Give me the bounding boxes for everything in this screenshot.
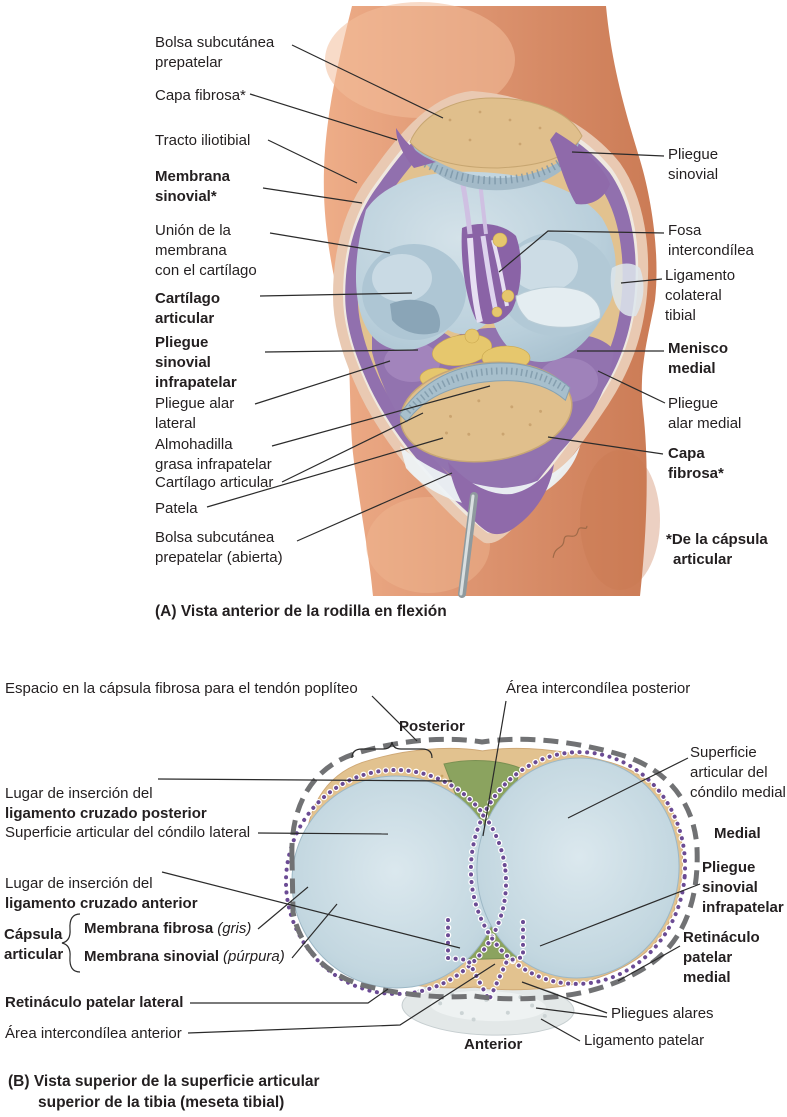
- label-pliegue-sinovial-infrapatelar-b: Pliegue sinovial infrapatelar: [702, 859, 784, 916]
- label-membrana-sinovial-name: Membrana sinovial: [84, 948, 220, 965]
- label-membrana-sinovial-b: Membrana sinovial(púrpura): [84, 947, 285, 967]
- label-membrana-sinovial-note: (púrpura): [223, 948, 285, 965]
- label-menisco-medial: Menisco medial: [668, 340, 729, 377]
- label-anterior: Anterior: [464, 1036, 523, 1053]
- label-area-intercondilea-anterior: Área intercondílea anterior: [5, 1025, 182, 1042]
- artist-signature: [552, 525, 588, 558]
- capsula-brace: [61, 913, 81, 973]
- label-pliegue-alar-medial: Pliegue alar medial: [668, 395, 742, 432]
- fibrous-membrane-dashed: [289, 736, 700, 1002]
- label-medial: Medial: [714, 825, 761, 842]
- label-capa-fibrosa-right: Capa fibrosa*: [668, 445, 724, 482]
- figure-a-footnote: *De la cápsula articular: [666, 531, 768, 568]
- figure-a-caption: (A) Vista anterior de la rodilla en flex…: [155, 603, 447, 620]
- label-ligamento-colateral: Ligamento colateral tibial: [665, 267, 736, 324]
- label-tracto-iliotibial: Tracto iliotibial: [155, 132, 251, 149]
- label-cartilago-articular-femur: Cartílago articular: [155, 290, 221, 327]
- label-bolsa-abierta: Bolsa subcutánea prepatelar (abierta): [155, 529, 283, 566]
- label-insercion-acl-line1: Lugar de inserción del: [5, 874, 153, 892]
- tibial-collateral-ligament: [610, 263, 644, 317]
- label-pliegue-sinovial-infrapatelar-a: Pliegue sinovial infrapatelar: [155, 334, 237, 391]
- label-union-membrana: Unión de la membrana con el cartílago: [155, 222, 257, 279]
- label-fosa-intercondilea: Fosa intercondílea: [668, 222, 754, 259]
- label-retinaculo-medial: Retináculo patelar medial: [683, 929, 760, 986]
- label-cartilago-articular-patela: Cartílago articular: [155, 474, 274, 491]
- label-membrana-fibrosa: Membrana fibrosa(gris): [84, 919, 251, 939]
- leader-lines-figure-a: [206, 44, 666, 542]
- label-espacio-capsula: Espacio en la cápsula fibrosa para el te…: [5, 680, 358, 697]
- cruciate-ligaments: [467, 237, 483, 323]
- synovial-fold-left: [396, 128, 436, 168]
- label-membrana-fibrosa-note: (gris): [217, 920, 252, 937]
- label-almohadilla-grasa: Almohadilla grasa infrapatelar: [155, 436, 272, 473]
- label-membrana-sinovial: Membrana sinovial*: [155, 168, 231, 205]
- label-area-intercondilea-posterior: Área intercondílea posterior: [506, 680, 691, 697]
- label-pliegue-alar-lateral: Pliegue alar lateral: [155, 395, 235, 432]
- figure-b-illustration: [282, 736, 700, 1036]
- label-insercion-acl-line2: ligamento cruzado anterior: [5, 894, 198, 912]
- label-bolsa-prepatelar: Bolsa subcutánea prepatelar: [155, 34, 275, 71]
- leader-lines-figure-b: [61, 695, 701, 1042]
- label-capsula-articular: Cápsula articular: [4, 926, 64, 963]
- label-superficie-condilo-medial: Superficie articular del cóndilo medial: [690, 744, 786, 801]
- label-insercion-pcl-line1: Lugar de inserción del: [5, 784, 153, 802]
- patella-top: [396, 97, 610, 205]
- synovial-fold-right: [550, 132, 610, 205]
- label-pliegues-alares: Pliegues alares: [611, 1005, 714, 1022]
- lateral-meniscus-shadow: [390, 299, 441, 335]
- label-posterior: Posterior: [399, 718, 465, 735]
- label-patela: Patela: [155, 500, 198, 517]
- label-superficie-condilo-lateral: Superficie articular del cóndilo lateral: [5, 824, 251, 841]
- label-capa-fibrosa-left: Capa fibrosa*: [155, 87, 246, 104]
- label-membrana-fibrosa-name: Membrana fibrosa: [84, 920, 214, 937]
- label-insercion-pcl: Lugar de inserción del ligamento cruzado…: [5, 764, 207, 844]
- medial-condyle-surface: [476, 757, 680, 979]
- medial-meniscus: [515, 286, 601, 328]
- figure-b-caption: (B) Vista superior de la superficie arti…: [8, 1073, 320, 1111]
- patella-flipped: [399, 361, 573, 463]
- label-retinaculo-lateral: Retináculo patelar lateral: [5, 994, 184, 1011]
- label-ligamento-patelar: Ligamento patelar: [584, 1032, 705, 1049]
- label-pliegue-sinovial: Pliegue sinovial: [668, 146, 719, 183]
- label-insercion-acl: Lugar de inserción del ligamento cruzado…: [5, 854, 198, 934]
- popliteal-brace: [351, 741, 433, 759]
- label-insercion-pcl-line2: ligamento cruzado posterior: [5, 804, 207, 822]
